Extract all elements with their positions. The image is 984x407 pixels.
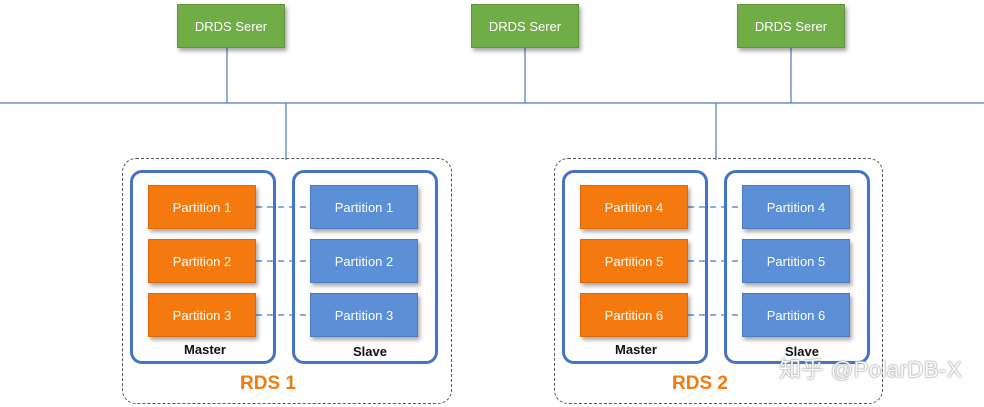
drds-server-2: DRDS Serer: [471, 4, 579, 48]
rds-1-slave-group: [292, 170, 438, 364]
rds-1-master-partition: Partition 2: [148, 239, 256, 283]
rds-2-slave-group: [724, 170, 870, 364]
rds-2-master-group: [562, 170, 708, 364]
rds-1-slave-label: Slave: [353, 344, 387, 359]
rds-1-slave-partition: Partition 3: [310, 293, 418, 337]
rds-2-master-label: Master: [615, 342, 657, 357]
rds-2-container: [554, 158, 883, 404]
rds-2-slave-partition: Partition 4: [742, 185, 850, 229]
rds-1-container: [122, 158, 452, 404]
rds-2-slave-partition: Partition 6: [742, 293, 850, 337]
rds-2-master-partition: Partition 4: [580, 185, 688, 229]
rds-2-master-partition: Partition 5: [580, 239, 688, 283]
rds-2-title: RDS 2: [672, 373, 728, 394]
drds-server-1: DRDS Serer: [177, 4, 285, 48]
rds-1-title: RDS 1: [240, 373, 296, 394]
rds-1-master-group: [130, 170, 276, 364]
rds-1-slave-partition: Partition 1: [310, 185, 418, 229]
zhihu-watermark: 知乎 @PolarDB-X: [779, 357, 962, 382]
rds-2-master-partition: Partition 6: [580, 293, 688, 337]
rds-2-slave-partition: Partition 5: [742, 239, 850, 283]
rds-1-master-partition: Partition 1: [148, 185, 256, 229]
rds-2-slave-label: Slave: [785, 344, 819, 359]
rds-1-slave-partition: Partition 2: [310, 239, 418, 283]
rds-1-master-label: Master: [184, 342, 226, 357]
rds-1-master-partition: Partition 3: [148, 293, 256, 337]
drds-server-3: DRDS Serer: [737, 4, 845, 48]
